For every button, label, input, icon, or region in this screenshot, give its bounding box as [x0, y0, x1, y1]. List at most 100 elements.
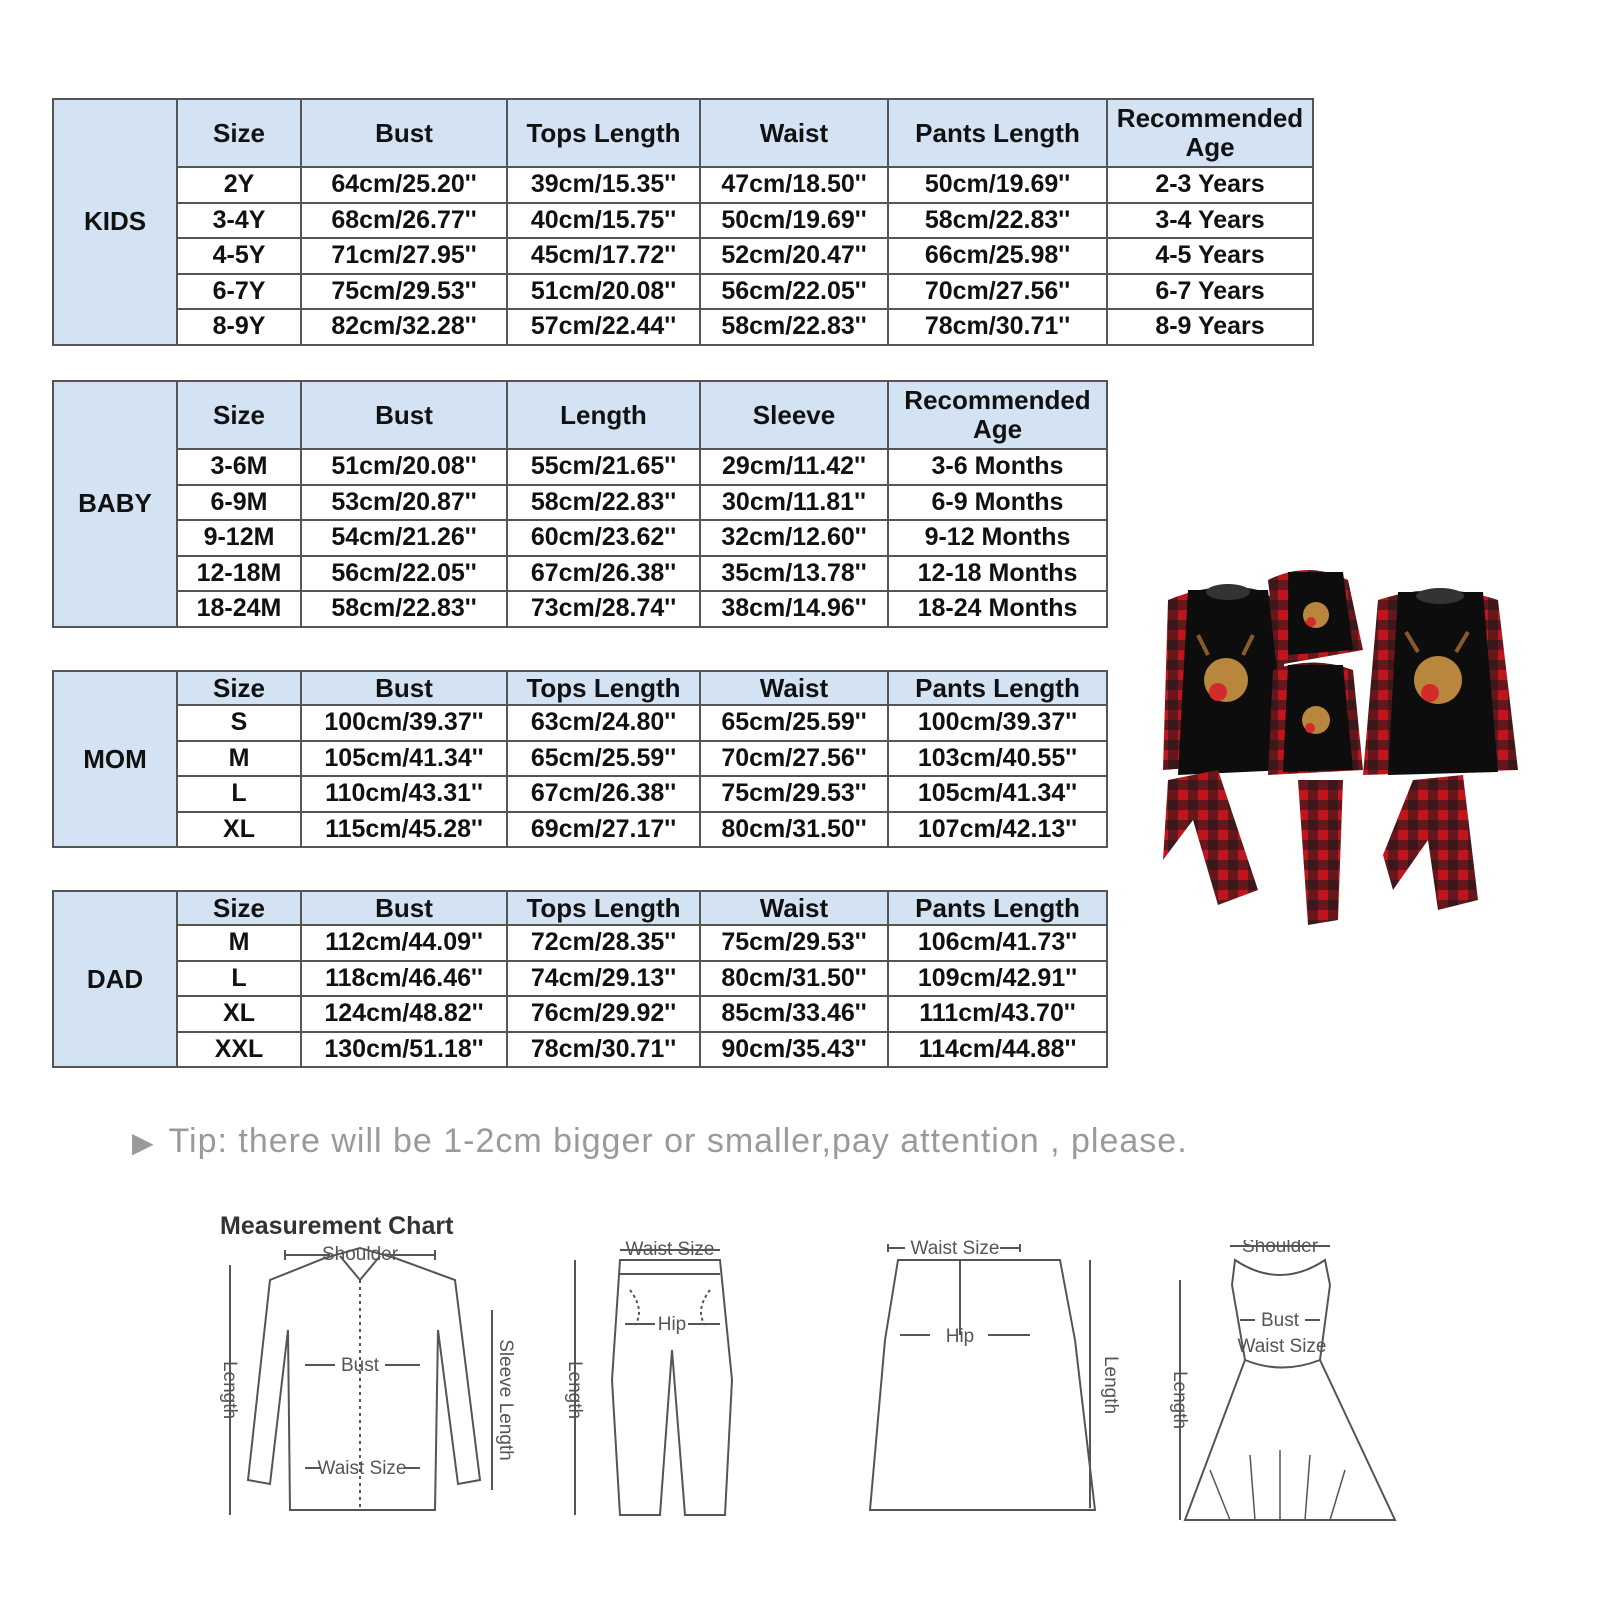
table-cell: 56cm/22.05'' — [300, 554, 508, 592]
tip-text: Tip: there will be 1-2cm bigger or small… — [168, 1122, 1188, 1160]
column-header: Size — [176, 98, 302, 168]
skirt-waist-label: Waist Size — [910, 1240, 999, 1259]
baby-category-label: BABY — [52, 380, 178, 628]
table-cell: 106cm/41.73'' — [887, 924, 1108, 962]
table-cell: 78cm/30.71'' — [887, 308, 1108, 346]
dress-waist-label: Waist Size — [1237, 1336, 1326, 1357]
table-cell: XXL — [176, 1030, 302, 1068]
table-cell: 63cm/24.80'' — [506, 704, 701, 742]
column-header: Sleeve — [699, 380, 889, 450]
table-cell: 107cm/42.13'' — [887, 810, 1108, 848]
dress-bust-label: Bust — [1261, 1310, 1300, 1331]
column-header: Pants Length — [887, 670, 1108, 706]
table-cell: 54cm/21.26'' — [300, 519, 508, 557]
table-cell: 105cm/41.34'' — [300, 739, 508, 777]
table-cell: S — [176, 704, 302, 742]
table-cell: 32cm/12.60'' — [699, 519, 889, 557]
table-cell: 57cm/22.44'' — [506, 308, 701, 346]
table-cell: 47cm/18.50'' — [699, 166, 889, 204]
play-arrow-icon: ▶ — [132, 1127, 155, 1158]
pajama-product-image — [1163, 570, 1518, 925]
column-header: Recommended Age — [1106, 98, 1314, 168]
pants-waist-label: Waist Size — [625, 1240, 714, 1260]
table-cell: 39cm/15.35'' — [506, 166, 701, 204]
table-cell: 58cm/22.83'' — [699, 308, 889, 346]
table-cell: 80cm/31.50'' — [699, 959, 889, 997]
column-header: Waist — [699, 670, 889, 706]
table-cell: 74cm/29.13'' — [506, 959, 701, 997]
kids-category-label: KIDS — [52, 98, 178, 346]
table-cell: 4-5Y — [176, 237, 302, 275]
table-cell: 3-4Y — [176, 201, 302, 239]
adult-top-left — [1163, 584, 1293, 775]
table-cell: 52cm/20.47'' — [699, 237, 889, 275]
table-cell: 110cm/43.31'' — [300, 775, 508, 813]
table-cell: L — [176, 775, 302, 813]
table-cell: 51cm/20.08'' — [506, 272, 701, 310]
table-cell: XL — [176, 810, 302, 848]
table-cell: 6-9M — [176, 483, 302, 521]
table-cell: 68cm/26.77'' — [300, 201, 508, 239]
table-cell: 58cm/22.83'' — [506, 483, 701, 521]
table-cell: M — [176, 924, 302, 962]
shirt-length-label: Length — [219, 1361, 240, 1419]
column-header: Bust — [300, 380, 508, 450]
table-cell: 64cm/25.20'' — [300, 166, 508, 204]
table-cell: 76cm/29.92'' — [506, 995, 701, 1033]
table-cell: 69cm/27.17'' — [506, 810, 701, 848]
column-header: Waist — [699, 890, 889, 926]
table-cell: 8-9 Years — [1106, 308, 1314, 346]
table-cell: 12-18M — [176, 554, 302, 592]
table-cell: 112cm/44.09'' — [300, 924, 508, 962]
dad-category-label: DAD — [52, 890, 178, 1068]
table-cell: 45cm/17.72'' — [506, 237, 701, 275]
table-cell: 2-3 Years — [1106, 166, 1314, 204]
table-cell: 35cm/13.78'' — [699, 554, 889, 592]
table-cell: 12-18 Months — [887, 554, 1108, 592]
table-cell: 78cm/30.71'' — [506, 1030, 701, 1068]
column-header: Waist — [699, 98, 889, 168]
table-cell: 67cm/26.38'' — [506, 554, 701, 592]
mom-category-label: MOM — [52, 670, 178, 848]
table-cell: 115cm/45.28'' — [300, 810, 508, 848]
table-cell: 60cm/23.62'' — [506, 519, 701, 557]
table-cell: 75cm/29.53'' — [699, 924, 889, 962]
shirt-waist-label: Waist Size — [317, 1458, 406, 1479]
pants-length-label: Length — [564, 1361, 585, 1419]
table-cell: 114cm/44.88'' — [887, 1030, 1108, 1068]
column-header: Pants Length — [887, 98, 1108, 168]
pajama-pants — [1163, 770, 1478, 925]
kid-top-center — [1268, 570, 1363, 665]
table-cell: 58cm/22.83'' — [300, 590, 508, 628]
table-cell: L — [176, 959, 302, 997]
table-cell: XL — [176, 995, 302, 1033]
table-cell: 65cm/25.59'' — [699, 704, 889, 742]
measurement-chart-title: Measurement Chart — [220, 1212, 454, 1240]
table-cell: 2Y — [176, 166, 302, 204]
size-tip: ▶ Tip: there will be 1-2cm bigger or smal… — [132, 1122, 1188, 1161]
shirt-sleeve-label: Sleeve Length — [495, 1339, 516, 1461]
table-cell: 30cm/11.81'' — [699, 483, 889, 521]
table-cell: 3-4 Years — [1106, 201, 1314, 239]
table-cell: 9-12M — [176, 519, 302, 557]
shirt-diagram: Shoulder Bust Waist Size Length Sleeve L… — [219, 1244, 516, 1515]
table-cell: 75cm/29.53'' — [300, 272, 508, 310]
